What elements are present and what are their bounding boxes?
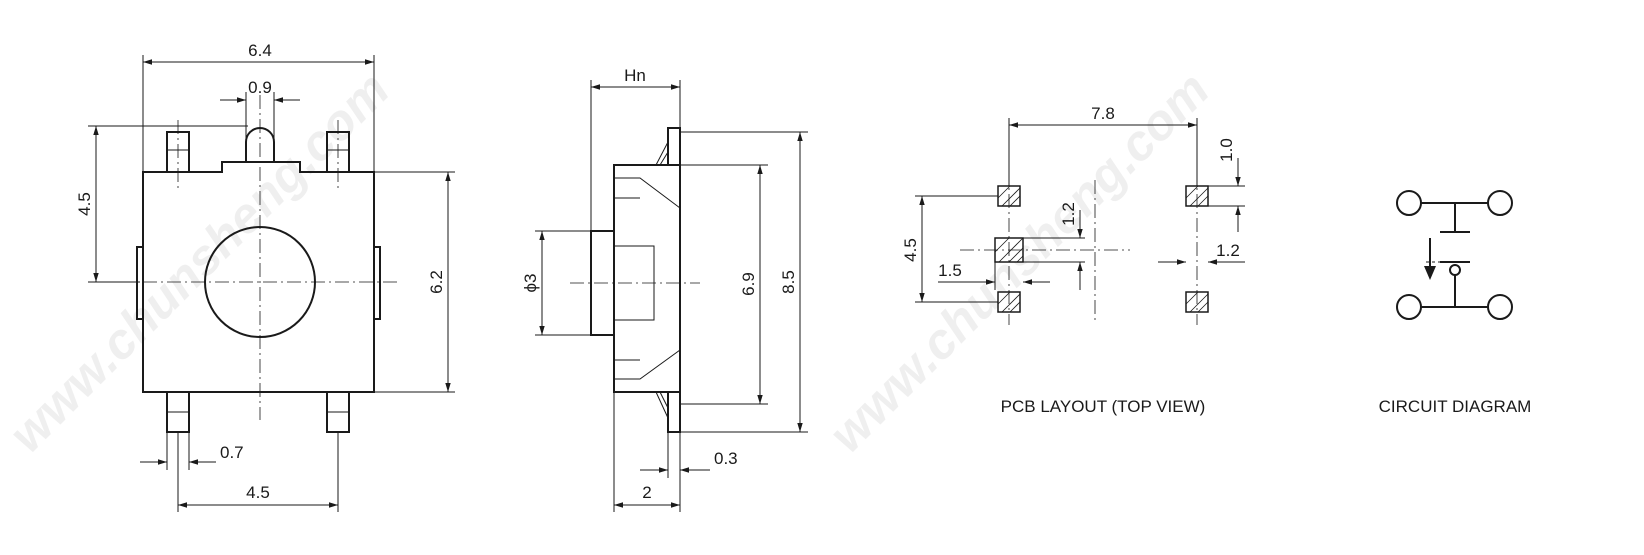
- circuit-terminal-top-left: [1396, 190, 1422, 216]
- front-view-dim-plunger: 0.9: [248, 78, 272, 97]
- circuit-push-arrow-icon: [1424, 266, 1436, 280]
- side-view: Hn ϕ3 6.9 8.5 0.3 2: [521, 66, 808, 512]
- side-view-terminal-top-bend: [655, 141, 669, 166]
- side-view-dim-diameter: ϕ3: [521, 274, 540, 293]
- front-view: 6.4 0.9 4.5 6.2 0.7 4.5: [75, 41, 455, 512]
- pcb-layout: 7.8 1.0 1.2 1.2 4.5 1.5 PCB LAYOUT (TOP …: [901, 104, 1245, 416]
- side-view-terminal-bottom: [667, 392, 681, 433]
- side-view-dim-height: Hn: [624, 66, 646, 85]
- side-view-dim-depth: 2: [642, 483, 651, 502]
- circuit-terminal-bottom-left: [1396, 294, 1422, 320]
- front-view-dim-height: 4.5: [75, 192, 94, 216]
- front-view-dim-body: 6.2: [427, 270, 446, 294]
- pcb-dim-pitch-y: 4.5: [901, 238, 920, 262]
- pcb-dim-pad-left: 1.5: [938, 261, 962, 280]
- front-view-right-tab: [373, 246, 381, 320]
- pcb-dim-pitch-x: 7.8: [1091, 104, 1115, 123]
- side-view-terminal-bottom-bend: [655, 391, 669, 419]
- front-view-dim-pin-width: 0.7: [220, 443, 244, 462]
- front-view-body: [142, 161, 375, 393]
- side-view-terminal-top: [667, 127, 681, 165]
- side-view-dome-lower: [614, 349, 681, 380]
- circuit-diagram-caption: CIRCUIT DIAGRAM: [1379, 397, 1532, 416]
- circuit-diagram: CIRCUIT DIAGRAM: [1379, 190, 1532, 416]
- side-view-dim-inner: 6.9: [739, 272, 758, 296]
- side-view-dim-outer: 8.5: [779, 270, 798, 294]
- side-view-body: [613, 164, 681, 393]
- pcb-dim-pad-top: 1.0: [1217, 138, 1236, 162]
- pcb-dim-pad-mid: 1.2: [1059, 202, 1078, 226]
- front-view-left-tab: [136, 246, 144, 320]
- side-view-dome-upper: [614, 177, 681, 209]
- circuit-terminal-top-right: [1487, 190, 1513, 216]
- front-view-dim-pin-pitch: 4.5: [246, 483, 270, 502]
- circuit-terminal-bottom-right: [1487, 294, 1513, 320]
- circuit-contact-node: [1449, 264, 1461, 276]
- front-view-dim-width: 6.4: [248, 41, 272, 60]
- side-view-dim-thickness: 0.3: [714, 449, 738, 468]
- watermark-left: www.chunsheng.com: [0, 61, 400, 463]
- pcb-dim-pad-right: 1.2: [1216, 241, 1240, 260]
- pcb-layout-caption: PCB LAYOUT (TOP VIEW): [1001, 397, 1206, 416]
